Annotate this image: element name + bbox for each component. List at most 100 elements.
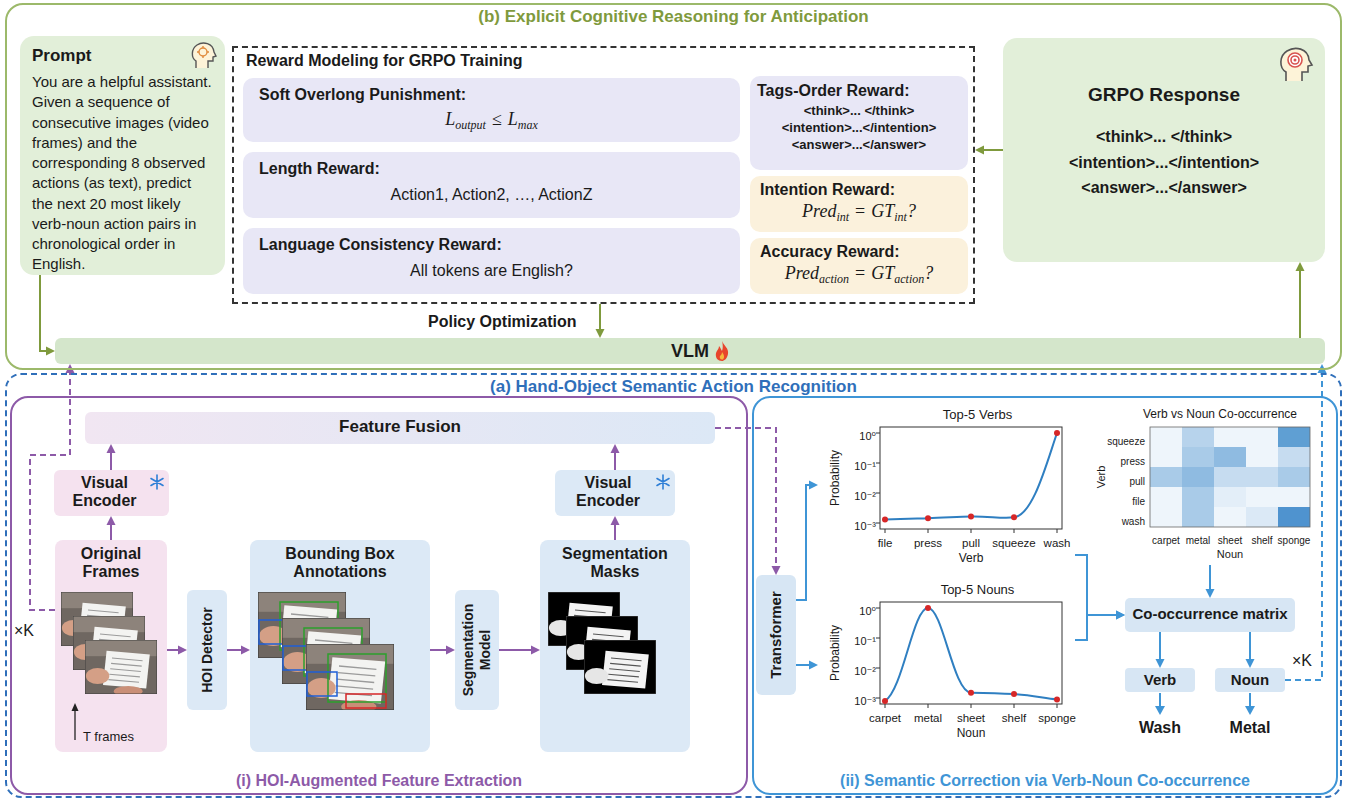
arrow-head <box>107 516 116 525</box>
assistant-icon <box>188 40 218 70</box>
label-text: Probability <box>828 625 842 681</box>
svg-shape <box>968 690 974 696</box>
box-title: Top-5 Nouns <box>941 582 1015 597</box>
box-title: Soft Overlong Punishment: <box>259 86 466 104</box>
edge-label: Policy Optimization <box>428 312 576 331</box>
frames-box: Original Frames <box>55 540 167 752</box>
svg-shape <box>1246 487 1278 507</box>
formula-part: max <box>518 118 538 132</box>
label-text: 10⁻¹ <box>854 634 876 648</box>
connector-line <box>1249 632 1251 659</box>
label-slot: Wash <box>1139 718 1181 737</box>
svg-shape <box>307 672 337 696</box>
box-title: Tags-Order Reward: <box>757 82 910 100</box>
connector <box>227 646 250 655</box>
connector <box>107 444 116 470</box>
label-text: Noun <box>957 726 986 740</box>
reward-box: Soft Overlong Punishment: Loutput≤Lmax <box>243 78 740 142</box>
svg-shape <box>1249 693 1251 707</box>
flame-icon <box>714 340 730 362</box>
connector-line <box>430 649 446 651</box>
svg-shape <box>1214 467 1246 487</box>
frozen-icon <box>655 474 671 490</box>
arrow-head <box>1116 611 1125 620</box>
svg-shape <box>1214 507 1246 527</box>
rotated-slot: Transformer <box>767 581 785 689</box>
formula-line: Loutput≤Lmax <box>259 109 724 133</box>
transformer-box: Transformer <box>756 575 796 695</box>
formula-part: action <box>819 272 849 286</box>
connector <box>499 646 540 655</box>
reward-box: Length Reward:Action1, Action2, …, Actio… <box>243 152 740 218</box>
arrow-head <box>46 347 55 356</box>
label-slot: 10⁻¹ <box>854 631 876 649</box>
prompt-box: PromptYou are a helpful assistant. Given… <box>20 36 225 275</box>
label-text: metal <box>914 711 942 725</box>
connector <box>796 661 818 670</box>
formula-part: output <box>455 118 486 132</box>
label-slot: Noun <box>957 723 986 741</box>
label-text: file <box>878 536 893 550</box>
chart-panel: Top-5 Verbs <box>818 405 1075 565</box>
connector-line <box>499 649 531 651</box>
label-slot: file <box>878 533 893 551</box>
connector <box>1075 611 1125 641</box>
box-title: Bounding Box Annotations <box>256 545 424 582</box>
output-box: Noun <box>1215 668 1285 692</box>
label-text: Verb <box>959 551 984 565</box>
svg-shape <box>1182 447 1214 467</box>
svg-shape <box>1291 56 1299 64</box>
svg-shape <box>1294 59 1297 62</box>
label-text: 10⁰ <box>859 604 876 618</box>
label-text: press <box>1121 456 1145 468</box>
section-title: (b) Explicit Cognitive Reasoning for Ant… <box>478 7 868 27</box>
connector-line <box>1159 632 1161 659</box>
title-slot: (ii) Semantic Correction via Verb-Noun C… <box>754 772 1336 790</box>
label-slot: press <box>1121 451 1145 469</box>
connector <box>430 646 455 655</box>
svg-shape <box>1278 467 1310 487</box>
label-slot: 10⁰ <box>859 601 876 619</box>
connector-line <box>796 485 809 600</box>
box-text: <intention>...</intention> <box>782 120 937 137</box>
svg-shape <box>1155 706 1165 715</box>
box-title: Verb vs Noun Co-occurrence <box>1143 407 1297 421</box>
connector <box>611 444 620 470</box>
svg-shape <box>192 43 216 68</box>
label-slot: Probability <box>825 450 843 506</box>
formula-part: = <box>855 263 865 283</box>
label-slot: pull <box>962 533 980 551</box>
connector <box>611 516 620 540</box>
result-arrows <box>1155 693 1255 715</box>
reward-box: Tags-Order Reward:<think>... </think><in… <box>750 76 968 170</box>
svg-shape <box>72 703 79 711</box>
label-text: shelf <box>1002 711 1026 725</box>
label-text: 10⁻² <box>854 489 876 503</box>
svg-shape <box>880 602 1062 704</box>
label-text: squeeze <box>992 536 1035 550</box>
response-box: GRPO Response<think>... </think><intenti… <box>1003 38 1325 262</box>
frames-box: Bounding Box Annotations <box>250 540 430 752</box>
encoder-box: Visual Encoder <box>555 470 675 516</box>
box-text: You are a helpful assistant. Given a seq… <box>32 72 213 275</box>
label-slot: 10⁻³ <box>854 691 876 709</box>
box-text: All tokens are English? <box>410 262 573 280</box>
reward-box: Intention Reward:Predint=GTint? <box>750 176 968 232</box>
connector-line <box>984 149 1003 151</box>
box-title: Intention Reward: <box>760 181 895 199</box>
label-text: metal <box>1186 535 1210 547</box>
label-text: file <box>1132 496 1145 508</box>
box-title: Language Consistency Reward: <box>259 236 502 254</box>
label-slot: sheet <box>957 708 985 726</box>
connector-line <box>1299 271 1301 338</box>
svg-shape <box>1054 696 1060 702</box>
label-text: carpet <box>869 711 901 725</box>
arrow-head <box>809 481 818 490</box>
arrow-head <box>107 444 116 453</box>
arrow-head <box>446 646 455 655</box>
label-text: 10⁻¹ <box>854 459 876 473</box>
label-slot: 10⁻² <box>854 661 876 679</box>
svg-shape <box>1278 487 1310 507</box>
section-title: Reward Modeling for GRPO Training <box>246 52 522 70</box>
